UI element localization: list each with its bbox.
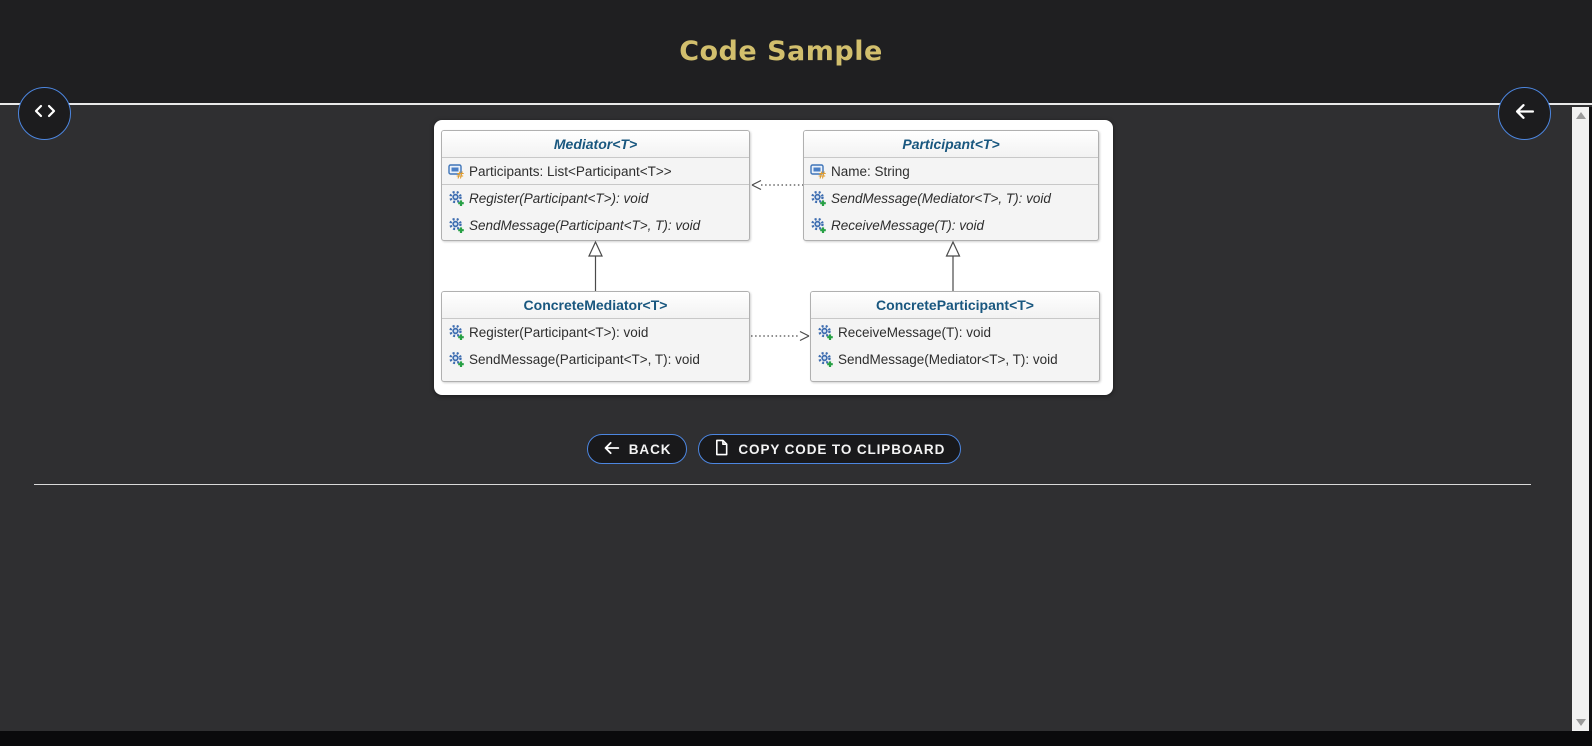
back-top-button[interactable] xyxy=(1498,87,1551,140)
vertical-scrollbar[interactable] xyxy=(1572,107,1589,731)
uml-class-concrete-participant: ConcreteParticipant<T> ReceiveMessage(T)… xyxy=(810,291,1100,382)
uml-property-row: Participants: List<Participant<T>> xyxy=(442,158,749,185)
uml-member-text: Register(Participant<T>): void xyxy=(469,325,649,340)
uml-member-text: ReceiveMessage(T): void xyxy=(831,218,985,233)
uml-property-row: Name: String xyxy=(804,158,1098,185)
method-icon xyxy=(817,351,834,368)
uml-method-row: Register(Participant<T>): void xyxy=(442,185,749,212)
bottom-bar xyxy=(0,731,1592,746)
scroll-down-arrow-icon[interactable] xyxy=(1575,719,1586,726)
back-button-label: BACK xyxy=(628,441,672,457)
arrow-left-icon xyxy=(603,441,620,458)
class-title: Participant<T> xyxy=(804,131,1098,158)
uml-member-text: Register(Participant<T>): void xyxy=(469,191,649,206)
dependency-arrowhead xyxy=(751,179,762,191)
class-title: Mediator<T> xyxy=(442,131,749,158)
code-brackets-icon xyxy=(33,104,57,123)
code-toggle-button[interactable] xyxy=(18,87,71,140)
uml-method-row: SendMessage(Participant<T>, T): void xyxy=(442,346,749,373)
method-icon xyxy=(810,217,827,234)
uml-member-text: SendMessage(Mediator<T>, T): void xyxy=(838,352,1058,367)
uml-method-row: ReceiveMessage(T): void xyxy=(804,212,1098,239)
uml-method-row: SendMessage(Participant<T>, T): void xyxy=(442,212,749,239)
method-icon xyxy=(810,190,827,207)
uml-diagram-panel: Mediator<T> Participants: List<Participa… xyxy=(434,120,1113,395)
method-icon xyxy=(817,324,834,341)
arrow-left-icon xyxy=(1514,103,1535,125)
method-icon xyxy=(448,351,465,368)
uml-member-text: Participants: List<Participant<T>> xyxy=(469,163,672,179)
uml-member-text: SendMessage(Participant<T>, T): void xyxy=(469,218,701,233)
page-title: Code Sample xyxy=(679,36,883,67)
method-icon xyxy=(448,324,465,341)
window-right-edge xyxy=(1589,107,1592,731)
action-button-row: BACK COPY CODE TO CLIPBOARD xyxy=(0,434,1548,464)
uml-class-concrete-mediator: ConcreteMediator<T> Register(Participant… xyxy=(441,291,750,382)
uml-class-participant: Participant<T> Name: String SendMessage(… xyxy=(803,130,1099,241)
copy-code-button-label: COPY CODE TO CLIPBOARD xyxy=(738,441,946,457)
method-icon xyxy=(448,217,465,234)
class-title: ConcreteMediator<T> xyxy=(442,292,749,319)
document-icon xyxy=(714,439,729,459)
class-title: ConcreteParticipant<T> xyxy=(811,292,1099,319)
inheritance-arrowhead xyxy=(588,240,603,257)
uml-method-row: Register(Participant<T>): void xyxy=(442,319,749,346)
uml-method-row: SendMessage(Mediator<T>, T): void xyxy=(811,346,1099,373)
inheritance-arrowhead xyxy=(945,240,961,257)
app-header: Code Sample xyxy=(0,0,1592,105)
uml-member-text: Name: String xyxy=(831,163,910,179)
uml-member-text: ReceiveMessage(T): void xyxy=(838,325,992,340)
uml-member-text: SendMessage(Participant<T>, T): void xyxy=(469,352,700,367)
field-icon xyxy=(448,164,465,179)
uml-method-row: SendMessage(Mediator<T>, T): void xyxy=(804,185,1098,212)
field-icon xyxy=(810,164,827,179)
uml-method-row: ReceiveMessage(T): void xyxy=(811,319,1099,346)
method-icon xyxy=(448,190,465,207)
uml-class-mediator: Mediator<T> Participants: List<Participa… xyxy=(441,130,750,241)
dependency-arrowhead xyxy=(799,330,810,342)
horizontal-divider xyxy=(34,484,1531,485)
scroll-up-arrow-icon[interactable] xyxy=(1575,112,1586,119)
back-button[interactable]: BACK xyxy=(586,434,688,464)
copy-code-button[interactable]: COPY CODE TO CLIPBOARD xyxy=(698,434,962,464)
uml-member-text: SendMessage(Mediator<T>, T): void xyxy=(831,191,1051,206)
